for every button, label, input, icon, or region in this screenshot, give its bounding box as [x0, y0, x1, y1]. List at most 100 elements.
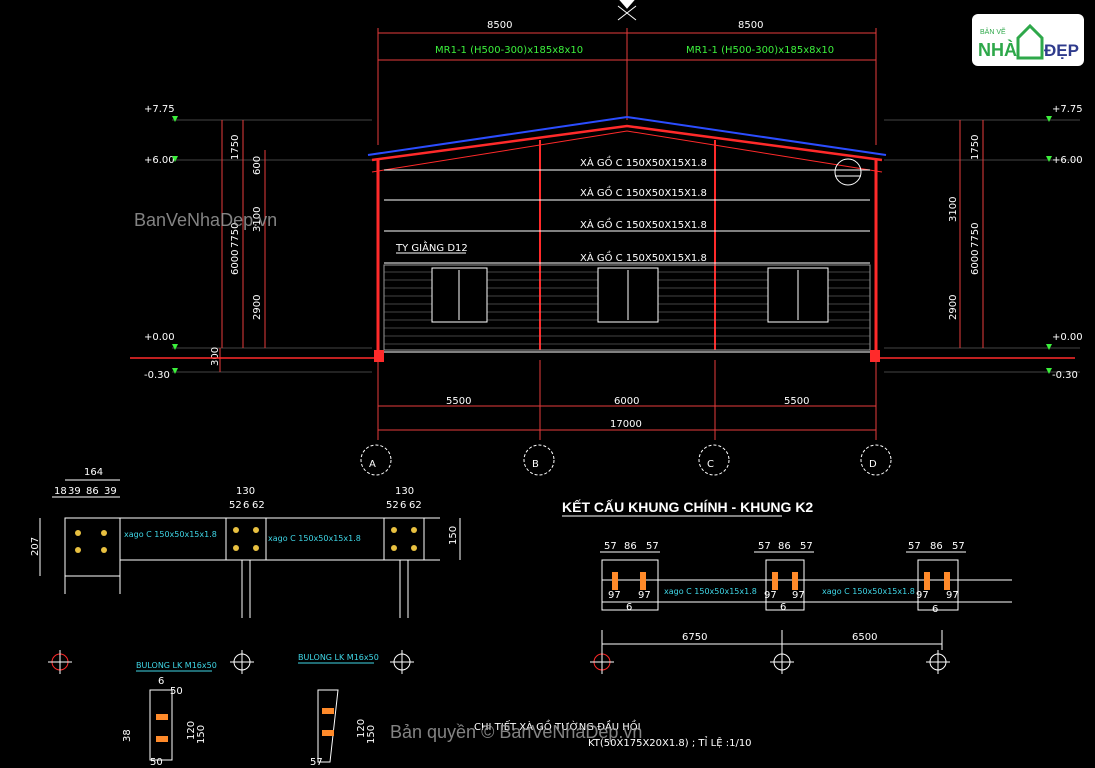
bolt-dim-57: 57	[310, 757, 323, 768]
dim-7750-left: 7750	[230, 223, 241, 248]
rd-57e: 57	[908, 541, 921, 552]
rd-97d: 97	[792, 590, 805, 601]
bolt-dim-120b: 120	[356, 719, 367, 738]
ld-130b: 130	[395, 486, 414, 497]
rd-86c: 86	[930, 541, 943, 552]
level-eave-left: +6.00	[144, 155, 175, 166]
bolt-dim-50: 50	[170, 686, 183, 697]
watermark-left: BanVeNhaDep.vn	[134, 210, 277, 230]
dim-600-left: 600	[252, 156, 263, 175]
dim-8500-right: 8500	[738, 20, 763, 31]
purlin-label-2: XÀ GỒ C 150X50X15X1.8	[580, 185, 707, 199]
vertical-dimensions: 1750 7750 6000 600 3100 2900 300 1750 77…	[210, 120, 984, 372]
level-eave-right: +6.00	[1052, 155, 1083, 166]
ld-52b: 52	[386, 500, 399, 511]
rd-6750: 6750	[682, 632, 707, 643]
ld-86: 86	[86, 486, 99, 497]
dim-5500-cd: 5500	[784, 396, 809, 407]
ld-xago-2: xago C 150x50x15x1.8	[268, 534, 361, 543]
level-top-right: +7.75	[1052, 104, 1083, 115]
ld-6a: 6	[243, 500, 249, 511]
dim-1750-right: 1750	[970, 135, 981, 160]
ld-6b: 6	[400, 500, 406, 511]
dim-17000: 17000	[610, 419, 642, 430]
rd-xago-1: xago C 150x50x15x1.8	[664, 587, 757, 596]
ld-39a: 39	[68, 486, 81, 497]
watermark-bottom: Bản quyền © BanVeNhaDep.vn	[390, 722, 642, 742]
top-dimensions: 8500 8500 MR1-1 (H500-300)x185x8x10 MR1-…	[377, 20, 877, 145]
level-ground-right: +0.00	[1052, 332, 1083, 343]
level-ground-left: +0.00	[144, 332, 175, 343]
dim-3100-right: 3100	[948, 197, 959, 222]
dim-6000-left: 6000	[230, 250, 241, 275]
ld-62b: 62	[409, 500, 422, 511]
bolt-dim-38: 38	[122, 729, 133, 742]
level-base-left: -0.30	[144, 370, 170, 381]
bolt-label-2: BULONG LK M16x50	[298, 653, 379, 662]
beam-label-right: MR1-1 (H500-300)x185x8x10	[686, 45, 834, 56]
bolt-dim-120: 120	[186, 721, 197, 740]
rd-57b: 57	[646, 541, 659, 552]
bolt-dim-150b: 150	[366, 725, 377, 744]
beam-label-left: MR1-1 (H500-300)x185x8x10	[435, 45, 583, 56]
rd-57a: 57	[604, 541, 617, 552]
rd-6b: 6	[780, 602, 786, 613]
ld-52a: 52	[229, 500, 242, 511]
rd-97e: 97	[916, 590, 929, 601]
left-detail: 164 18 39 86 39 130 52 6 62 130 52 6 62 …	[30, 467, 461, 618]
bottom-dimensions: 5500 6000 5500 17000	[377, 360, 877, 440]
bolt-label-1: BULONG LK M16x50	[136, 661, 217, 670]
north-arrow-icon	[617, 0, 637, 21]
bolt-dim-50b: 50	[150, 757, 163, 768]
bolt-dim-150: 150	[196, 725, 207, 744]
dim-6000-bc: 6000	[614, 396, 639, 407]
ld-18: 18	[54, 486, 67, 497]
rd-97f: 97	[946, 590, 959, 601]
dim-2900-right: 2900	[948, 295, 959, 320]
ld-62a: 62	[252, 500, 265, 511]
level-markers-left: +7.75 +6.00 +0.00 -0.30	[144, 104, 372, 381]
main-title: KẾT CẤU KHUNG CHÍNH - KHUNG K2	[562, 499, 813, 515]
rd-xago-2: xago C 150x50x15x1.8	[822, 587, 915, 596]
dim-1750-left: 1750	[230, 135, 241, 160]
rd-97c: 97	[764, 590, 777, 601]
dim-6000-right: 6000	[970, 250, 981, 275]
ld-xago-1: xago C 150x50x15x1.8	[124, 530, 217, 539]
dim-3100-left: 3100	[252, 207, 263, 232]
rd-6a: 6	[626, 602, 632, 613]
site-logo: BẢN VẼ NHÀ ĐẸP	[972, 14, 1084, 66]
axis-b: B	[532, 459, 539, 470]
axis-c: C	[707, 459, 714, 470]
rd-97b: 97	[638, 590, 651, 601]
rd-6500: 6500	[852, 632, 877, 643]
rd-57f: 57	[952, 541, 965, 552]
ld-39b: 39	[104, 486, 117, 497]
ld-207: 207	[30, 537, 41, 556]
small-axis-markers	[48, 650, 950, 674]
rd-86b: 86	[778, 541, 791, 552]
dim-8500-left: 8500	[487, 20, 512, 31]
rd-86a: 86	[624, 541, 637, 552]
detail-subtitle: KT(50X175X20X1.8) ; TỈ LỆ :1/10	[588, 735, 752, 749]
axis-bubbles: A B C D	[360, 444, 892, 476]
axis-d: D	[869, 459, 877, 470]
logo-dep: ĐẸP	[1044, 41, 1079, 60]
level-top-left: +7.75	[144, 104, 175, 115]
rd-57c: 57	[758, 541, 771, 552]
rd-57d: 57	[800, 541, 813, 552]
ld-150: 150	[448, 526, 459, 545]
level-base-right: -0.30	[1052, 370, 1078, 381]
axis-a: A	[369, 459, 376, 470]
logo-nha: NHÀ	[978, 39, 1017, 60]
rd-97a: 97	[608, 590, 621, 601]
rd-6c: 6	[932, 604, 938, 615]
purlin-label-3: XÀ GỒ C 150X50X15X1.8	[580, 217, 707, 231]
right-detail: 57 86 57 57 86 57 57 86 57 xago C 150x50…	[600, 541, 1012, 650]
ld-130a: 130	[236, 486, 255, 497]
dim-300-left: 300	[210, 347, 221, 366]
logo-top: BẢN VẼ	[980, 27, 1006, 36]
bolt-details: BULONG LK M16x50 BULONG LK M16x50 6 50 1…	[122, 653, 379, 768]
level-markers-right: +7.75 +6.00 +0.00 -0.30	[884, 104, 1083, 381]
dim-5500-ab: 5500	[446, 396, 471, 407]
